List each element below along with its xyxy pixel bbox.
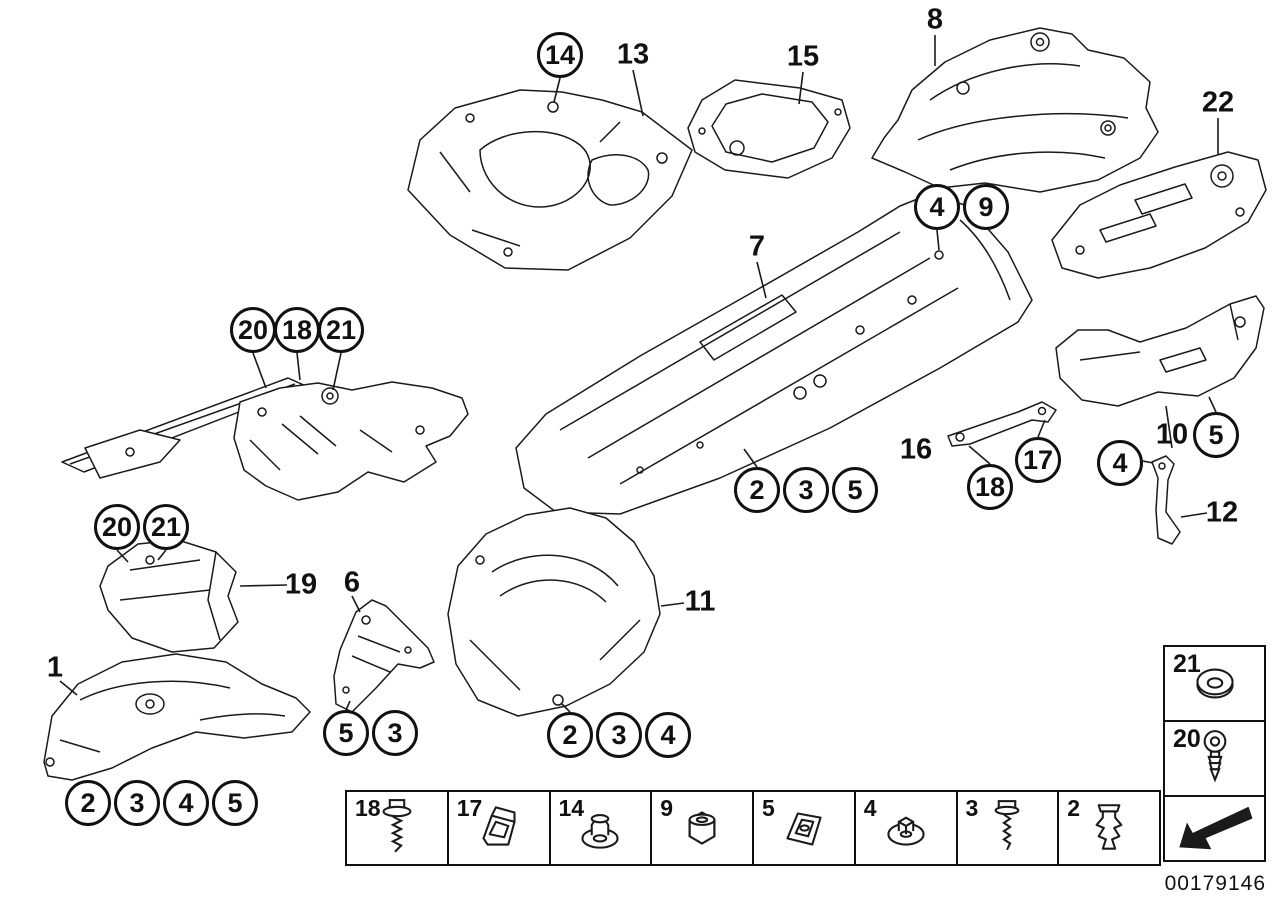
callout-3[interactable]: 3: [114, 780, 160, 826]
part-label-12[interactable]: 12: [1205, 496, 1239, 529]
callout-5[interactable]: 5: [832, 467, 878, 513]
part-label-8[interactable]: 8: [926, 3, 944, 36]
hex-screw-icon: [986, 797, 1028, 859]
part-label-6[interactable]: 6: [343, 566, 361, 599]
callout-2[interactable]: 2: [65, 780, 111, 826]
callout-17[interactable]: 17: [1015, 437, 1061, 483]
clamp-plate-icon: [783, 797, 825, 859]
part-8-drawing[interactable]: [871, 27, 1159, 193]
callout-18[interactable]: 18: [967, 464, 1013, 510]
callout-4[interactable]: 4: [645, 712, 691, 758]
callout-20[interactable]: 20: [94, 504, 140, 550]
legend-item-number: 21: [1173, 650, 1201, 678]
legend-item-number: 2: [1067, 795, 1081, 821]
legend-item-number: 9: [660, 795, 674, 821]
legend-item-number: 3: [965, 795, 979, 821]
legend-item-21[interactable]: 21: [1165, 647, 1264, 722]
legend-item-number: 20: [1173, 725, 1201, 753]
part-label-11[interactable]: 11: [684, 585, 716, 618]
nut-with-dome-washer-icon: [579, 797, 621, 859]
part-7-drawing[interactable]: [515, 193, 1033, 515]
side-legend: 21 20: [1163, 645, 1266, 862]
callout-4[interactable]: 4: [914, 184, 960, 230]
callout-5[interactable]: 5: [1193, 412, 1239, 458]
fastener-legend: 18 17 14 9 5 4 3 2: [345, 790, 1161, 866]
sheet-metal-clip-icon: [478, 797, 520, 859]
callout-3[interactable]: 3: [372, 710, 418, 756]
legend-item-3[interactable]: 3: [958, 792, 1060, 864]
legend-item-5[interactable]: 5: [754, 792, 856, 864]
callout-5[interactable]: 5: [212, 780, 258, 826]
part-label-15[interactable]: 15: [786, 40, 820, 73]
leader-lines: [59, 35, 1219, 713]
part-12-drawing[interactable]: [1151, 455, 1181, 545]
legend-item-20[interactable]: 20: [1165, 722, 1264, 797]
legend-item-number: 5: [762, 795, 775, 821]
part-15-drawing[interactable]: [687, 79, 851, 179]
part-label-22[interactable]: 22: [1201, 86, 1235, 119]
callout-3[interactable]: 3: [596, 712, 642, 758]
shield-front-left-drawing[interactable]: [61, 377, 469, 501]
callout-2[interactable]: 2: [734, 467, 780, 513]
part-label-10[interactable]: 10: [1155, 418, 1189, 451]
legend-item-number: 17: [456, 795, 483, 821]
part-label-13[interactable]: 13: [616, 38, 650, 71]
part-1-drawing[interactable]: [43, 653, 311, 781]
part-10-drawing[interactable]: [1055, 295, 1265, 407]
part-label-16[interactable]: 16: [899, 433, 933, 466]
part-6-drawing[interactable]: [333, 599, 435, 713]
legend-item-18[interactable]: 18: [347, 792, 449, 864]
part-label-7[interactable]: 7: [748, 230, 766, 263]
callout-21[interactable]: 21: [143, 504, 189, 550]
part-label-1[interactable]: 1: [46, 651, 64, 684]
callout-3[interactable]: 3: [783, 467, 829, 513]
callout-9[interactable]: 9: [963, 184, 1009, 230]
washer-with-nut-icon: [885, 797, 927, 859]
legend-item-9[interactable]: 9: [652, 792, 754, 864]
callout-14[interactable]: 14: [537, 32, 583, 78]
part-19-drawing[interactable]: [99, 539, 239, 653]
callout-4[interactable]: 4: [163, 780, 209, 826]
callout-4[interactable]: 4: [1097, 440, 1143, 486]
legend-item-number: 4: [863, 795, 877, 821]
part-16-drawing[interactable]: [947, 401, 1057, 447]
callout-20[interactable]: 20: [230, 307, 276, 353]
expanding-rivet-icon: [1088, 797, 1130, 859]
callout-21[interactable]: 21: [318, 307, 364, 353]
legend-item-4[interactable]: 4: [856, 792, 958, 864]
diagram-number: 00179146: [1164, 872, 1266, 895]
legend-item-17[interactable]: 17: [449, 792, 551, 864]
direction-arrow-icon: [1171, 802, 1259, 856]
part-22-drawing[interactable]: [1051, 151, 1267, 279]
part-11-drawing[interactable]: [447, 507, 661, 717]
callout-5[interactable]: 5: [323, 710, 369, 756]
callout-2[interactable]: 2: [547, 712, 593, 758]
legend-item-number: 14: [558, 795, 585, 821]
legend-item-arrow[interactable]: [1165, 797, 1264, 860]
legend-item-number: 18: [355, 795, 381, 821]
hex-nut-icon: [681, 797, 723, 859]
legend-item-14[interactable]: 14: [551, 792, 653, 864]
part-13-drawing[interactable]: [407, 89, 693, 271]
hex-screw-with-washer-icon: [376, 797, 418, 859]
part-label-19[interactable]: 19: [284, 568, 318, 601]
callout-18[interactable]: 18: [274, 307, 320, 353]
legend-item-2[interactable]: 2: [1059, 792, 1159, 864]
